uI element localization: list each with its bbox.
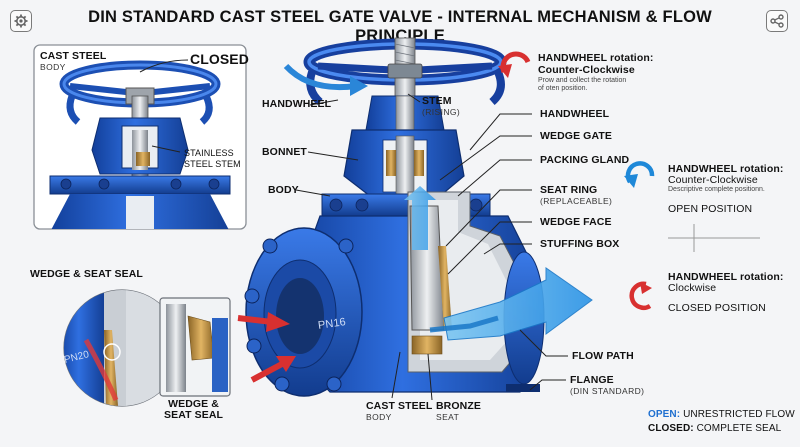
closed-position-label: CLOSED POSITION [668,302,766,314]
label-seat-ring: SEAT RING (REPLACEABLE) [540,184,613,206]
open-rotation-icon [624,161,655,188]
label-handwheel-right: HANDWHEEL [540,108,610,120]
seal-detail-inset [63,289,231,407]
open-panel-rotation: HANDWHEEL rotation: Counter-Clockwise [668,163,784,186]
closed-rotation-icon [629,281,652,310]
top-rotation-note-detail: Prow and collect the rotation of oten po… [538,77,627,92]
closed-valve-inset [33,44,247,230]
label-bonnet: BONNET [262,146,307,158]
top-rotation-note: HANDWHEEL rotation: Counter-Clockwise [538,52,654,76]
share-icon [770,14,784,28]
label-wedge-gate: WEDGE GATE [540,130,612,142]
label-flange: FLANGE (DIN STANDARD) [570,374,645,396]
label-handwheel-left: HANDWHEEL [262,98,332,110]
label-flow-path: FLOW PATH [572,350,634,362]
open-position-label: OPEN POSITION [668,203,753,215]
leader-lines [295,93,568,401]
seal-inset-title: WEDGE & SEAT SEAL [30,268,143,280]
settings-button[interactable] [10,10,32,32]
label-stuffing-box: STUFFING BOX [540,238,620,250]
share-button[interactable] [766,10,788,32]
label-bronze-seat: BRONZE SEAT [436,400,481,422]
inset-material-label: CAST STEEL BODY [40,50,107,72]
label-packing-gland: PACKING GLAND [540,154,630,166]
valve-main [237,37,593,397]
gear-icon [14,14,28,28]
label-body: BODY [268,184,299,196]
open-panel-detail: Descriptive complete positionn. [668,186,765,193]
closed-panel-rotation: HANDWHEEL rotation: Clockwise [668,271,784,294]
label-stem: STEM (RISING) [422,95,461,117]
label-wedge-face: WEDGE FACE [540,216,612,228]
legend-closed: CLOSED: COMPLETE SEAL [648,423,782,434]
seal-zoom-label: WEDGE & SEAT SEAL [164,398,224,421]
label-cast-steel: CAST STEEL BODY [366,400,433,422]
inset-state-label: CLOSED [190,51,249,67]
inset-stem-label: STAINLESS STEEL STEM [184,148,241,169]
rotation-ccw-red-icon [498,51,531,78]
legend-open: OPEN: UNRESTRICTED FLOW [648,409,795,420]
